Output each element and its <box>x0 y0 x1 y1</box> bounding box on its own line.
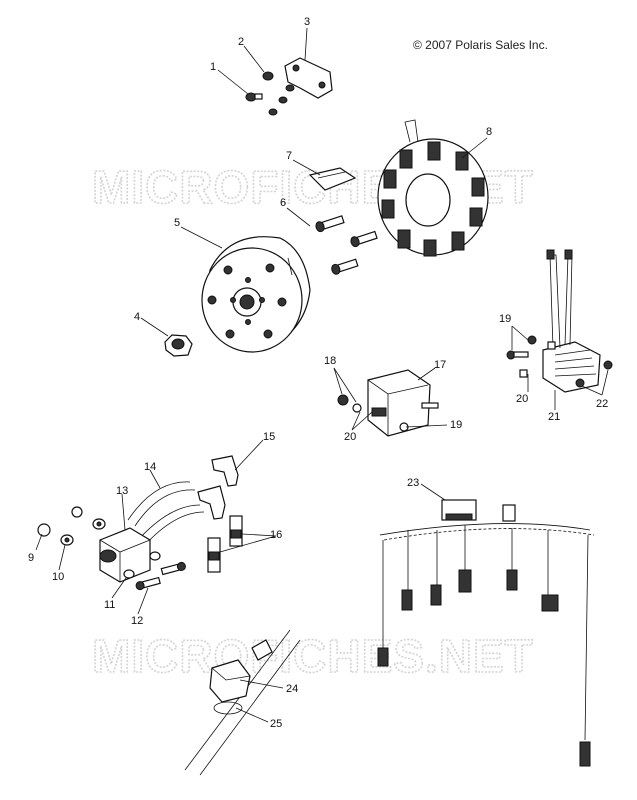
callout-22: 22 <box>596 398 608 410</box>
part-flywheel-nut-4 <box>164 334 193 357</box>
callout-10: 10 <box>52 571 64 583</box>
callout-23: 23 <box>407 477 419 489</box>
part-clamp-25 <box>213 701 243 715</box>
part-spark-plug-16 <box>207 515 243 573</box>
callout-18: 18 <box>324 355 336 367</box>
part-stator-8 <box>377 119 489 257</box>
callout-7: 7 <box>286 150 292 162</box>
part-washer-11 <box>123 551 161 579</box>
callout-9: 9 <box>28 552 34 564</box>
part-ignition-coil-13 <box>99 527 151 583</box>
part-cdi-box-17 <box>367 369 431 437</box>
callout-19-b: 19 <box>450 419 462 431</box>
callout-5: 5 <box>174 217 180 229</box>
callout-numbers: 1 2 3 4 5 6 7 8 9 10 11 12 13 14 15 16 1… <box>28 16 608 730</box>
callout-15: 15 <box>263 431 275 443</box>
part-washer-10 <box>60 518 106 546</box>
callout-2: 2 <box>238 36 244 48</box>
callout-11: 11 <box>104 599 115 611</box>
callout-3: 3 <box>304 16 310 28</box>
callout-16: 16 <box>270 529 282 541</box>
part-plug-cap-15 <box>197 455 239 520</box>
part-flywheel-5 <box>201 236 311 353</box>
watermark-bottom: MICROFICHES.NET <box>92 630 534 682</box>
part-harness-23 <box>377 499 595 767</box>
callout-4: 4 <box>134 311 140 323</box>
callout-24: 24 <box>286 683 298 695</box>
callout-12: 12 <box>131 615 143 627</box>
part-regulator-21 <box>506 249 613 393</box>
part-nut-2 <box>262 71 295 116</box>
part-bracket-7 <box>308 167 357 191</box>
callout-1: 1 <box>210 61 216 73</box>
part-sensor-24 <box>184 629 301 776</box>
copyright-text: © 2007 Polaris Sales Inc. <box>413 38 548 52</box>
callout-21: 21 <box>548 411 560 423</box>
callout-25: 25 <box>270 718 282 730</box>
callout-6: 6 <box>280 197 286 209</box>
part-bracket-3 <box>278 57 333 104</box>
callout-17: 17 <box>434 359 446 371</box>
callout-20-b: 20 <box>344 431 356 443</box>
leader-lines <box>35 27 609 723</box>
callout-13: 13 <box>116 485 128 497</box>
part-grommet-9 <box>37 506 83 537</box>
callout-20-a: 20 <box>516 393 528 405</box>
part-bolt-12 <box>135 561 186 591</box>
callout-19-a: 19 <box>499 313 511 325</box>
callout-8: 8 <box>486 126 492 138</box>
callout-14: 14 <box>144 461 156 473</box>
part-washer-18 <box>337 394 439 432</box>
part-screw-1 <box>245 92 263 102</box>
part-bolts-6 <box>315 215 378 275</box>
